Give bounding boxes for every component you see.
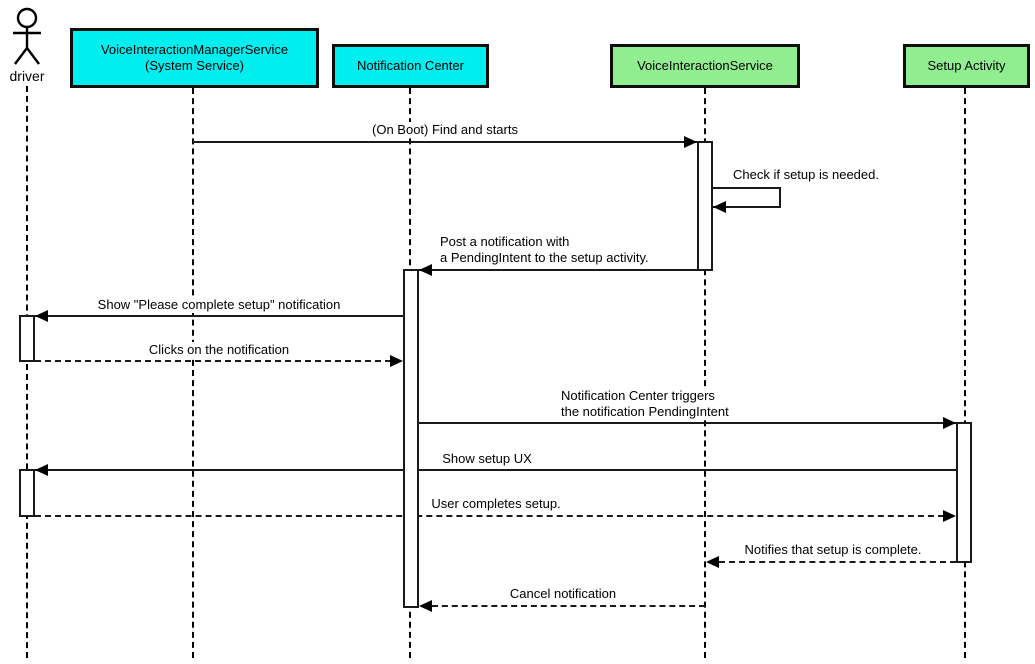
message-label-post-notification: Post a notification with a PendingIntent… [438, 234, 651, 266]
message-line-show-notification [35, 315, 403, 317]
lifeline-driver [26, 86, 28, 658]
message-line-nc-triggers [419, 422, 956, 424]
arrowhead-left-icon [713, 201, 726, 213]
self-message-line-top [713, 187, 781, 189]
arrowhead-right-icon [943, 417, 956, 429]
participant-box-voiceinteractionmanagerservice: VoiceInteractionManagerService (System S… [70, 28, 319, 88]
participant-box-voiceinteractionservice: VoiceInteractionService [610, 44, 800, 88]
message-line-show-setup-ux [35, 469, 956, 471]
message-label-clicks-notification: Clicks on the notification [146, 342, 292, 358]
arrowhead-left-icon [35, 310, 48, 322]
self-message-line-bottom [713, 206, 781, 208]
lifeline-voiceinteractionservice [704, 88, 706, 658]
activation-setup-activity [956, 422, 972, 563]
self-message-line-side [779, 187, 781, 208]
lifeline-setup-activity [964, 88, 966, 658]
message-label-show-setup-ux: Show setup UX [440, 451, 534, 467]
arrowhead-left-icon [419, 600, 432, 612]
participant-label: VoiceInteractionManagerService [100, 42, 289, 57]
arrowhead-left-icon [35, 464, 48, 476]
participant-label: VoiceInteractionService [637, 58, 773, 73]
participant-box-notification-center: Notification Center [332, 44, 489, 88]
participant-box-setup-activity: Setup Activity [903, 44, 1030, 88]
participant-label: Setup Activity [927, 58, 1006, 73]
message-line-user-completes [35, 515, 944, 517]
message-label-on-boot: (On Boot) Find and starts [370, 122, 520, 138]
arrowhead-left-icon [706, 556, 719, 568]
participant-label: (System Service) [145, 58, 244, 73]
actor-icon [13, 7, 41, 65]
message-label-user-completes: User completes setup. [429, 496, 563, 512]
activation-driver-1 [19, 315, 35, 362]
lifeline-voiceinteractionmanagerservice [192, 88, 194, 658]
message-line-notifies-complete [719, 561, 956, 563]
actor-label: driver [7, 68, 47, 84]
message-label-nc-triggers: Notification Center triggers the notific… [559, 388, 731, 420]
activation-voiceinteractionservice [697, 141, 713, 271]
message-label-check-setup: Check if setup is needed. [731, 167, 881, 183]
message-line-post-notification [419, 269, 697, 271]
message-line-cancel-notification [432, 605, 705, 607]
arrowhead-right-icon [943, 510, 956, 522]
activation-driver-2 [19, 469, 35, 517]
activation-notification-center [403, 269, 419, 608]
arrowhead-right-icon [390, 355, 403, 367]
participant-label: Notification Center [357, 58, 464, 73]
arrowhead-left-icon [419, 264, 432, 276]
message-line-on-boot [193, 141, 697, 143]
message-label-notifies-complete: Notifies that setup is complete. [742, 542, 924, 558]
message-line-clicks-notification [35, 360, 391, 362]
message-label-cancel-notification: Cancel notification [507, 586, 619, 602]
message-label-show-notification: Show "Please complete setup" notificatio… [95, 297, 343, 313]
arrowhead-right-icon [684, 136, 697, 148]
